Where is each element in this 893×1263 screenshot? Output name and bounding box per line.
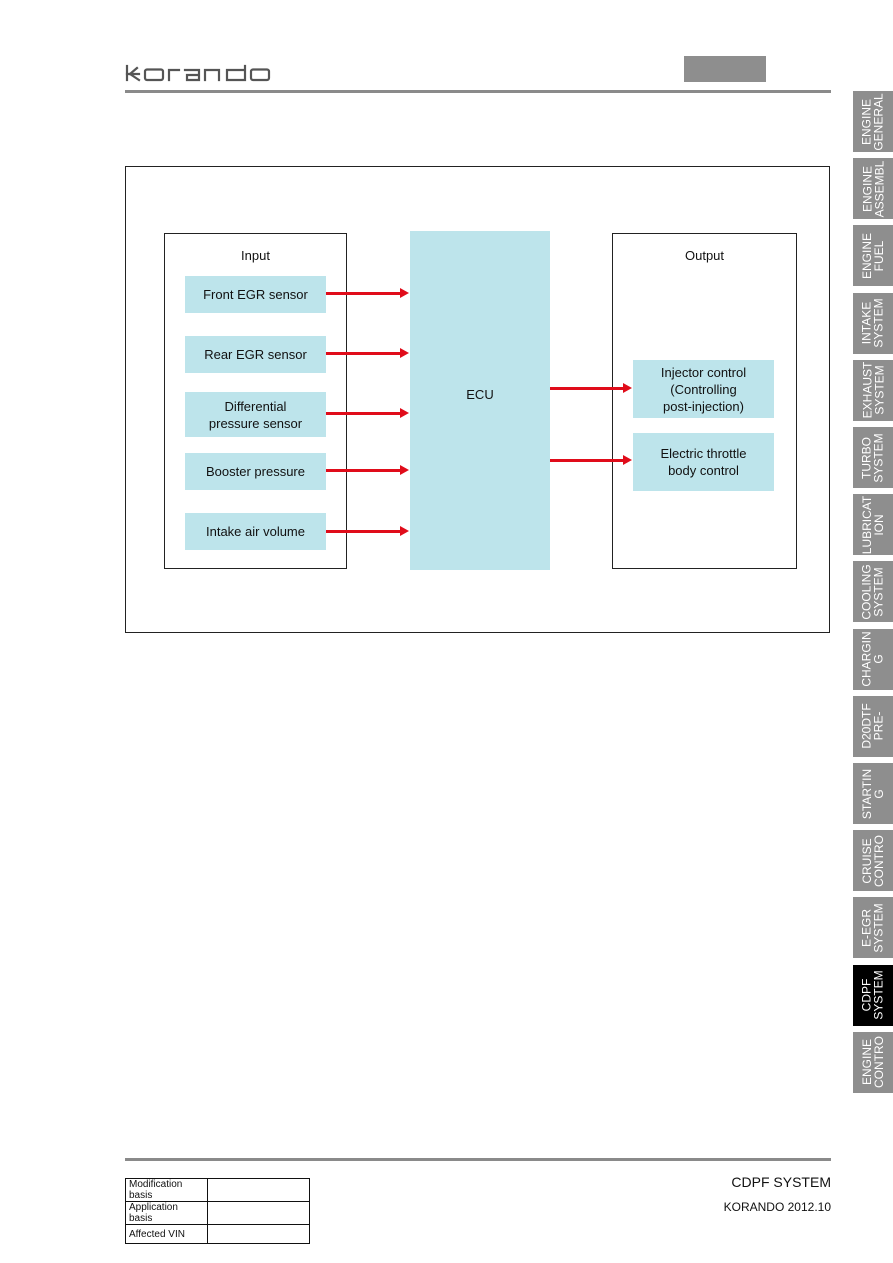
output-label: Electric throttle body control [660,446,747,478]
row-value [207,1224,310,1244]
input-front-egr-sensor: Front EGR sensor [185,276,326,313]
ecu-label: ECU [466,387,494,402]
side-tab[interactable]: EXHAUST SYSTEM [853,359,893,421]
side-tab-label: ENGINE GENERAL [860,92,887,151]
side-tab[interactable]: D20DTF PRE- [853,695,893,757]
input-differential-pressure-sensor: Differential pressure sensor [185,392,326,437]
row-value [207,1178,310,1202]
table-row: Modification basis [125,1178,310,1202]
ecu-block [410,231,550,570]
input-rear-egr-sensor: Rear EGR sensor [185,336,326,373]
revision-table: Modification basis Application basis Aff… [125,1178,310,1244]
table-row: Application basis [125,1201,310,1225]
output-electric-throttle: Electric throttle body control [633,433,774,491]
side-tab-label: TURBO SYSTEM [860,432,886,483]
footer-model: KORANDO 2012.10 [723,1200,831,1214]
diagram-frame [125,166,830,633]
side-tab[interactable]: CRUISE CONTRO [853,830,893,892]
side-tab[interactable]: CDPF SYSTEM [853,964,893,1026]
input-label: Booster pressure [206,464,305,479]
output-injector-control: Injector control (Controlling post-injec… [633,360,774,418]
side-tab[interactable]: ENGINE GENERAL [853,91,893,152]
side-tab[interactable]: STARTIN G [853,763,893,824]
input-title: Input [241,248,270,263]
side-tab[interactable]: TURBO SYSTEM [853,427,893,488]
side-tab[interactable]: LUBRICAT ION [853,494,893,556]
side-tab-label: D20DTF PRE- [860,703,886,749]
side-tab[interactable]: CHARGIN G [853,628,893,690]
side-tab-label: STARTIN G [860,768,887,819]
input-label: Front EGR sensor [203,287,308,302]
side-tab[interactable]: ENGINE FUEL [853,225,893,287]
side-tab[interactable]: COOLING SYSTEM [853,561,893,623]
output-group-box [612,233,797,569]
side-tab-label: ENGINE CONTRO [860,1036,886,1089]
side-tab-label: EXHAUST SYSTEM [860,361,886,419]
side-tab-label: CRUISE CONTRO [860,834,886,887]
side-tab[interactable]: INTAKE SYSTEM [853,292,893,354]
arrow-differential-to-ecu [326,408,409,418]
side-tab-label: E-EGR SYSTEM [860,903,886,953]
arrow-booster-to-ecu [326,465,409,475]
side-tab-label: COOLING SYSTEM [860,564,886,620]
output-label: Injector control (Controlling post-injec… [660,364,747,414]
side-tab[interactable]: ENGINE ASSEMBL [853,158,893,220]
input-label: Differential pressure sensor [208,398,303,431]
arrow-ecu-to-injector [550,383,632,393]
input-intake-air-volume: Intake air volume [185,513,326,550]
header-rule [125,90,831,93]
side-tab-label: LUBRICAT ION [860,495,887,554]
input-label: Rear EGR sensor [204,347,307,362]
arrow-intake-to-ecu [326,526,409,536]
row-label: Modification basis [125,1178,208,1202]
row-label: Affected VIN [125,1224,208,1244]
side-tab-label: ENGINE FUEL [860,232,887,279]
side-tab-label: CDPF SYSTEM [860,970,886,1020]
footer-section-title: CDPF SYSTEM [731,1174,831,1190]
output-title: Output [684,248,725,263]
table-row: Affected VIN [125,1224,310,1244]
row-label: Application basis [125,1201,208,1225]
input-label: Intake air volume [206,524,305,539]
arrow-rear-egr-to-ecu [326,348,409,358]
input-booster-pressure: Booster pressure [185,453,326,490]
side-tab-label: CHARGIN G [860,631,886,687]
side-tab-label: INTAKE SYSTEM [860,298,886,348]
side-tab[interactable]: ENGINE CONTRO [853,1031,893,1093]
input-group-box [164,233,347,569]
arrow-ecu-to-throttle [550,455,632,465]
row-value [207,1201,310,1225]
footer-rule [125,1158,831,1161]
side-tab[interactable]: E-EGR SYSTEM [853,897,893,959]
korando-logo: korando [125,64,271,82]
arrow-front-egr-to-ecu [326,288,409,298]
side-tab-label: ENGINE ASSEMBL [860,160,887,218]
header-gray-block [684,56,766,82]
